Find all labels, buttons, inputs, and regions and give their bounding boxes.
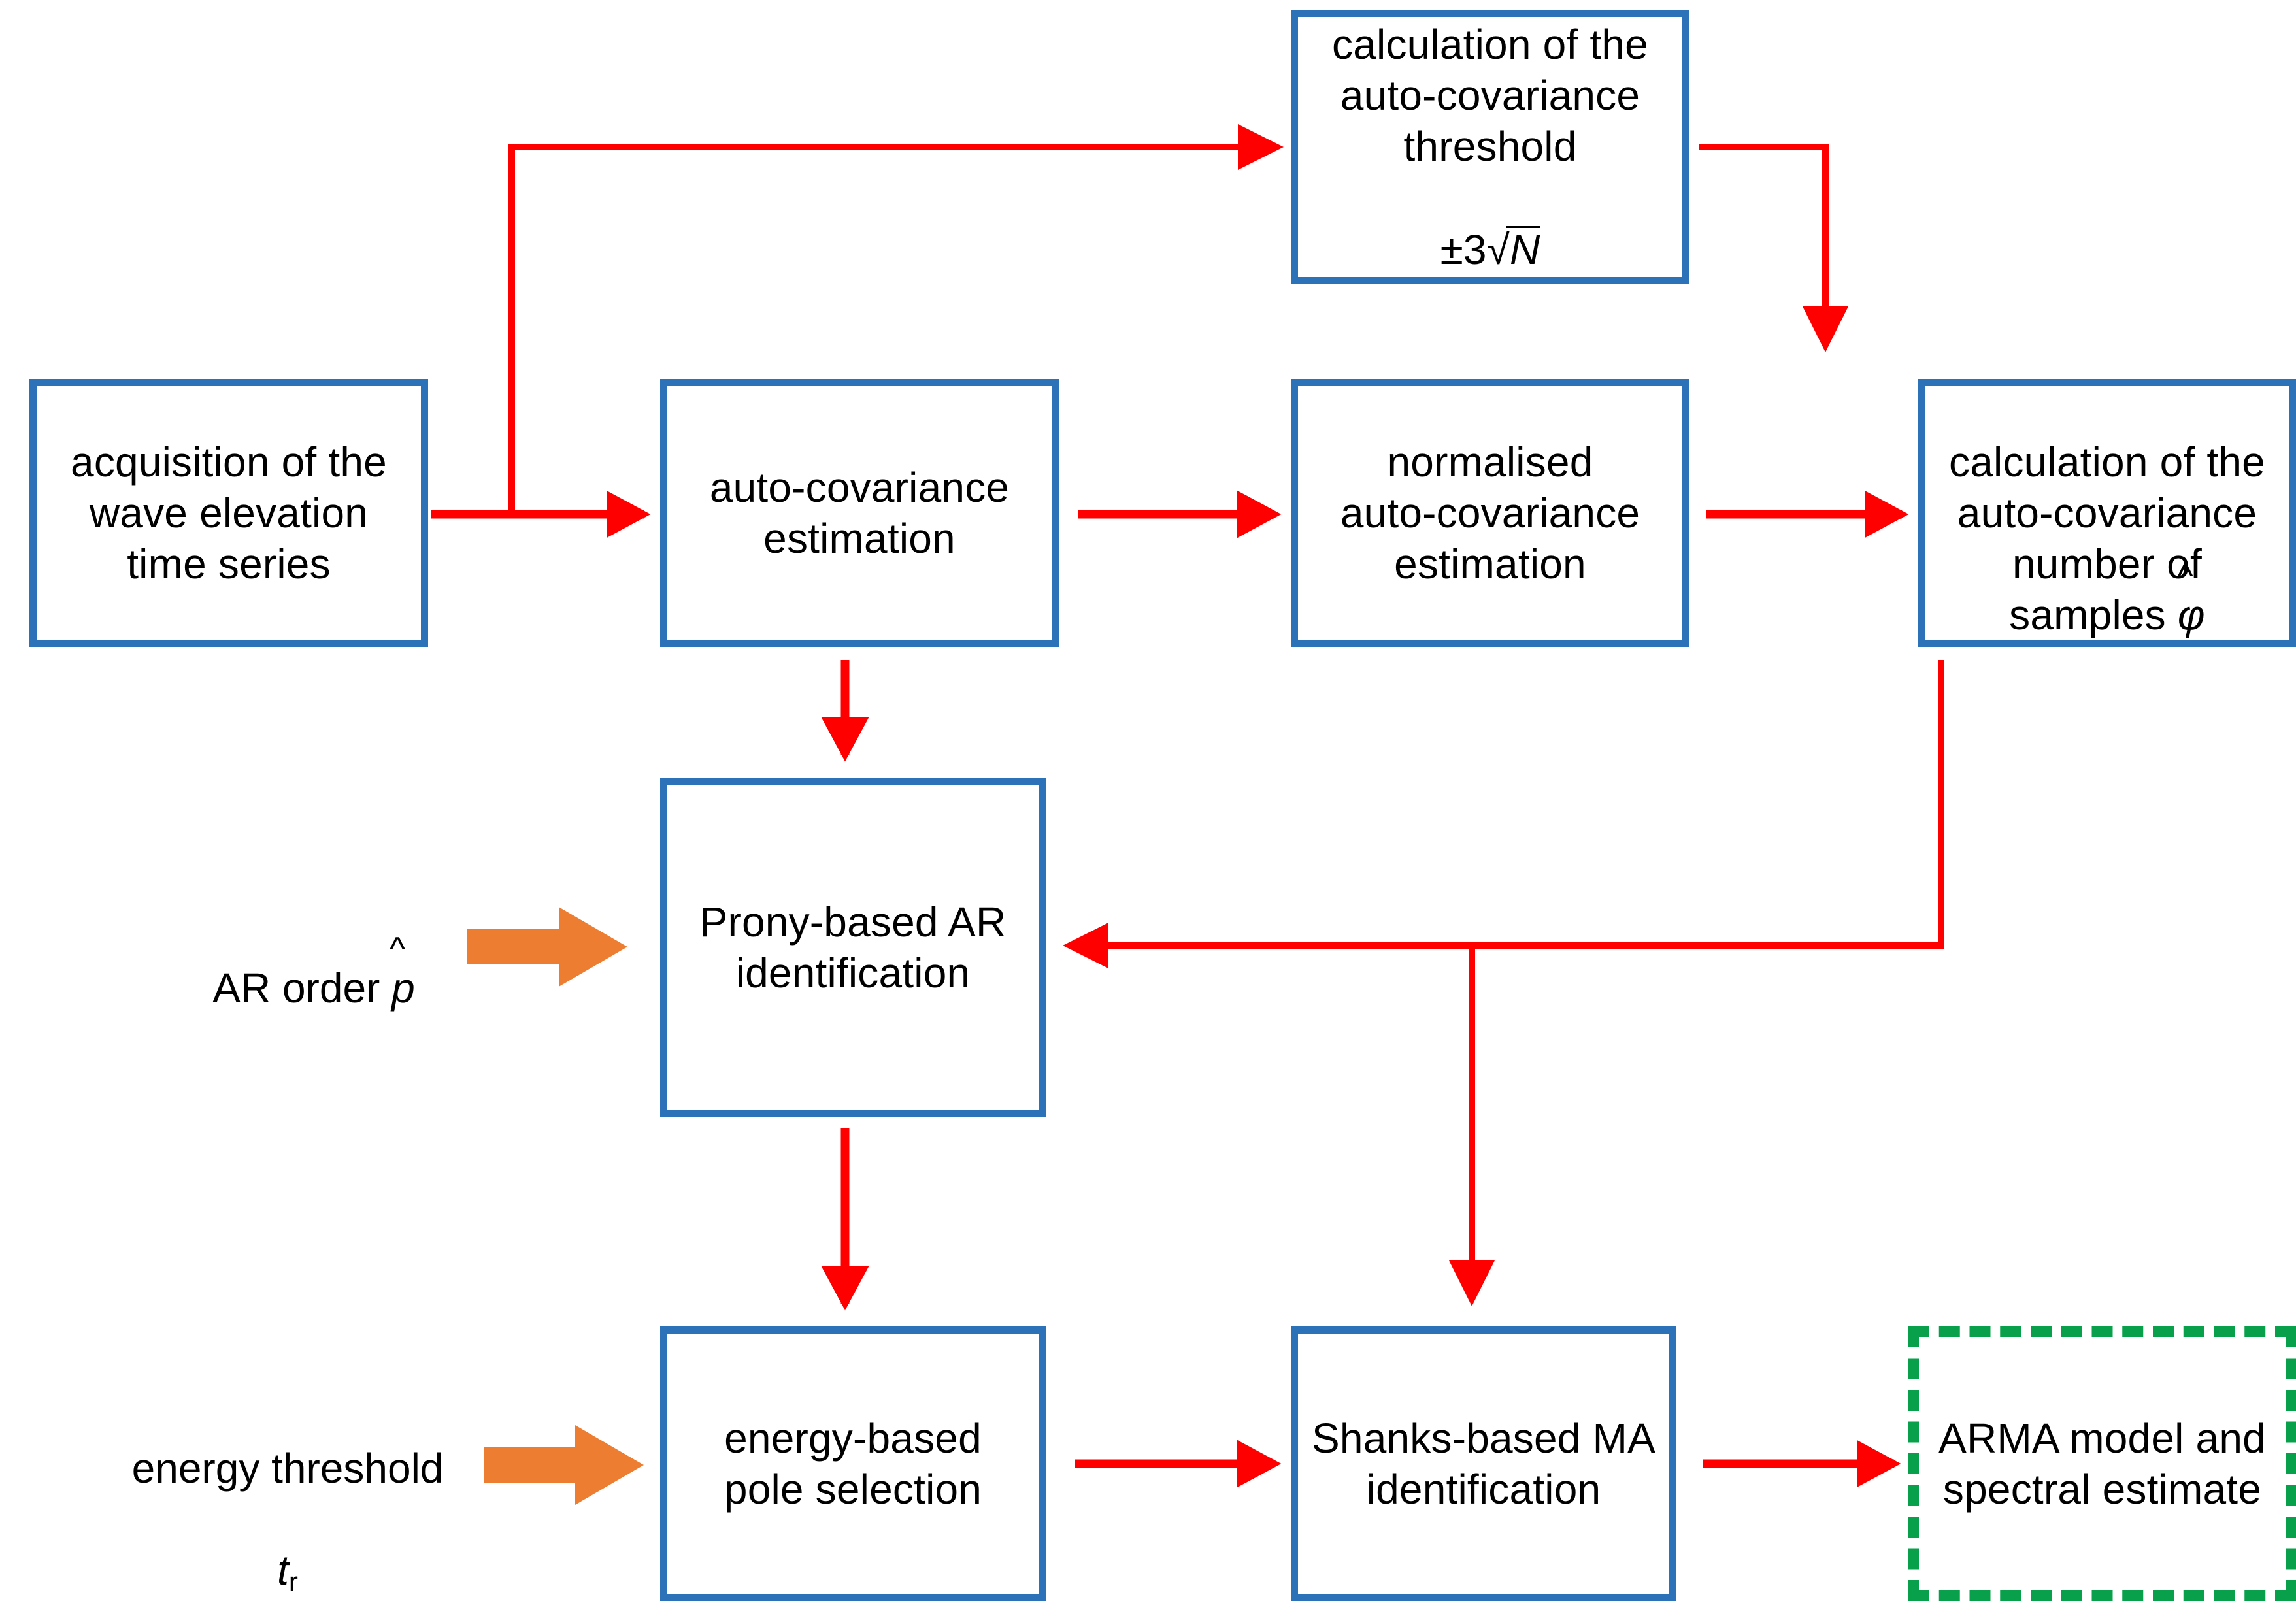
node-label: calculation of the auto-covariance numbe… xyxy=(1941,386,2273,640)
node-label: Prony-based AR identification xyxy=(699,898,1007,996)
plus-minus-three: ±3 xyxy=(1440,226,1487,274)
node-label: acquisition of the wave elevation time s… xyxy=(71,438,387,588)
node-label: energy-based pole selection xyxy=(724,1414,982,1513)
node-acquisition-of-wave-elevation-time-series[interactable]: acquisition of the wave elevation time s… xyxy=(29,379,428,647)
energy-threshold-text: energy threshold xyxy=(131,1445,444,1492)
phi-hat-symbol: ^φ xyxy=(2166,559,2205,640)
label-ar-order: AR order ^p xyxy=(173,912,454,1013)
phi-symbol: φ xyxy=(2177,591,2205,639)
threshold-formula: ±3√N xyxy=(1433,172,1548,275)
orange-arrow-energy-threshold xyxy=(484,1425,644,1505)
node-label-text: calculation of the auto-covariance numbe… xyxy=(1949,438,2265,639)
node-energy-based-pole-selection[interactable]: energy-based pole selection xyxy=(660,1326,1046,1601)
t-subscript: r xyxy=(288,1566,298,1598)
edge-samples-to-prony xyxy=(1062,660,1944,968)
node-label: auto-covariance estimation xyxy=(709,463,1010,562)
node-prony-based-ar-identification[interactable]: Prony-based AR identification xyxy=(660,778,1046,1117)
orange-arrow-ar-order xyxy=(467,907,627,987)
ar-order-text: AR order xyxy=(212,964,380,1012)
node-normalised-autocovariance-estimation[interactable]: normalised auto-covariance estimation xyxy=(1291,379,1689,647)
node-label: ARMA model and spectral estimate xyxy=(1938,1414,2266,1513)
label-energy-threshold: energy threshold tr xyxy=(98,1392,477,1598)
t-symbol: t xyxy=(277,1547,289,1594)
node-label: calculation of the auto-covariance thres… xyxy=(1332,20,1648,170)
node-calculation-of-autocovariance-threshold[interactable]: calculation of the auto-covariance thres… xyxy=(1291,10,1689,284)
hat-accent: ^ xyxy=(2177,557,2194,596)
p-symbol: p xyxy=(391,964,415,1012)
sqrt-n: √N xyxy=(1486,226,1540,274)
node-arma-model-and-spectral-estimate[interactable]: ARMA model and spectral estimate xyxy=(1908,1326,2296,1601)
node-calculation-of-autocovariance-number-of-samples[interactable]: calculation of the auto-covariance numbe… xyxy=(1918,379,2296,647)
node-label: normalised auto-covariance estimation xyxy=(1340,438,1640,588)
hat-accent: ^ xyxy=(389,931,406,969)
node-autocovariance-estimation[interactable]: auto-covariance estimation xyxy=(660,379,1059,647)
p-hat-symbol: ^p xyxy=(380,932,415,1013)
node-shanks-based-ma-identification[interactable]: Shanks-based MA identification xyxy=(1291,1326,1676,1601)
edge-threshold-to-samples xyxy=(1699,144,1848,353)
node-label: Shanks-based MA identification xyxy=(1312,1414,1655,1513)
